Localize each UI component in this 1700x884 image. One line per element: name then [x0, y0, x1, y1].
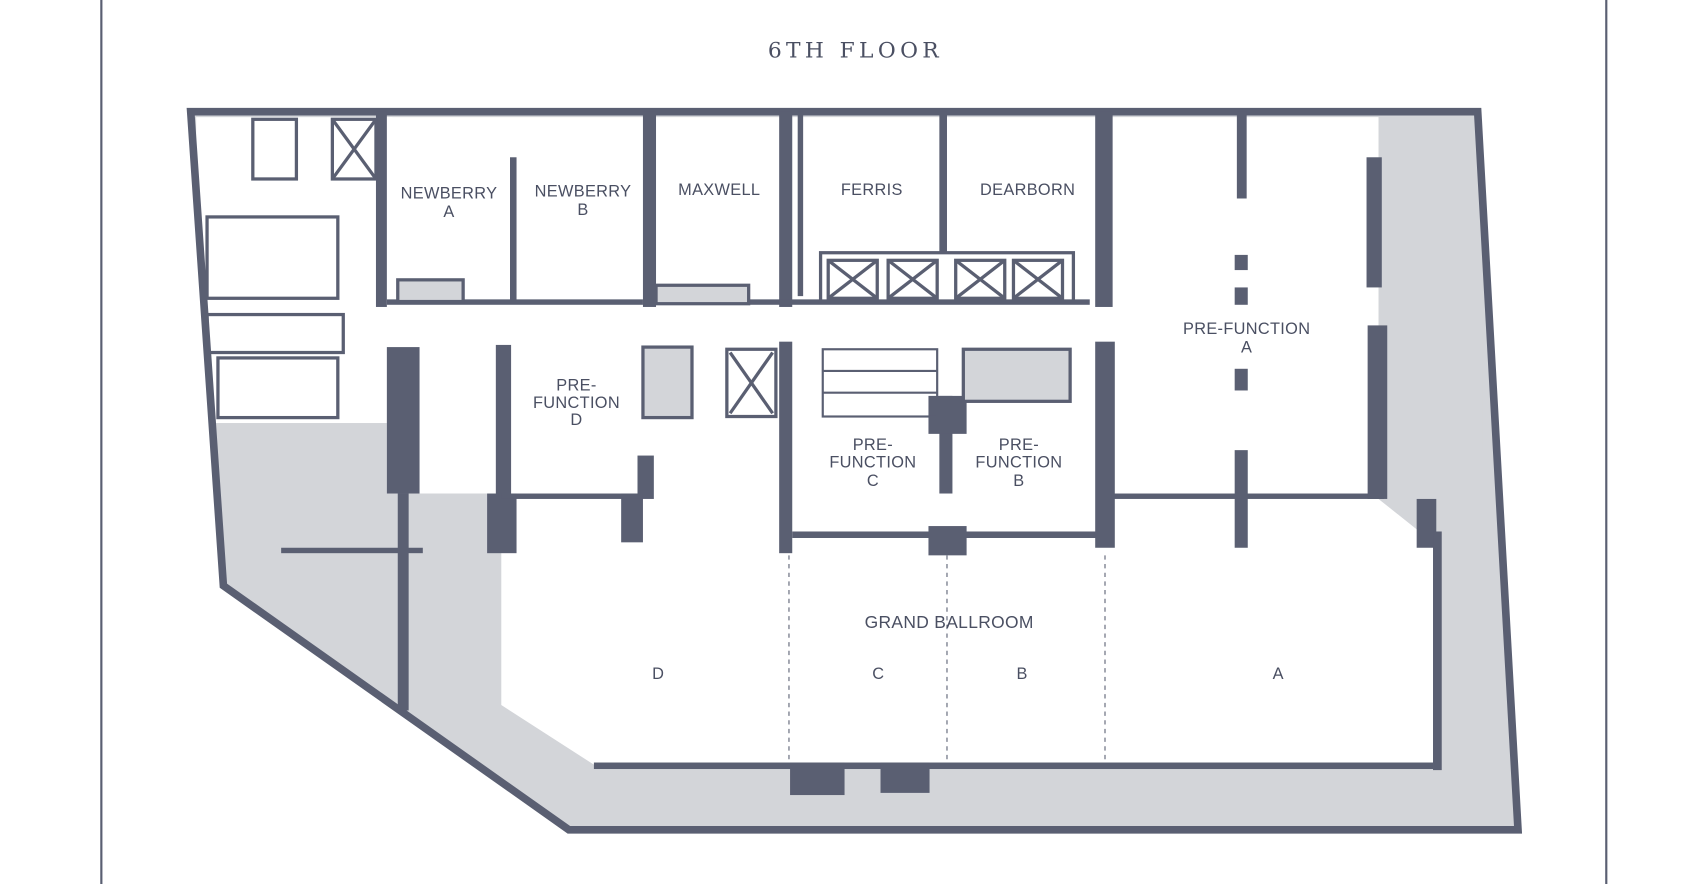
stairwell [821, 347, 1072, 418]
room-label-ferris: FERRIS [841, 181, 903, 199]
room-label-dearborn: DEARBORN [980, 181, 1075, 199]
main-interior [196, 117, 1434, 765]
room-label-prefunction-b: PRE- [999, 436, 1039, 454]
room-label-prefunction-c-2: FUNCTION [829, 454, 916, 472]
room-label-prefunction-d-2: FUNCTION [533, 394, 620, 412]
ballroom-section-c: C [872, 665, 884, 683]
room-label-prefunction-b-3: B [1013, 472, 1024, 490]
room-label-prefunction-d-3: D [570, 411, 582, 429]
room-label-newberry-a: NEWBERRY [401, 185, 498, 203]
restroom-stalls [205, 117, 378, 420]
ballroom-section-d: D [652, 665, 664, 683]
room-label-newberry-b: NEWBERRY [535, 182, 632, 200]
floor-title: 6TH FLOOR [768, 39, 943, 64]
room-label-prefunction-d: PRE- [556, 377, 596, 395]
room-label-grand-ballroom: GRAND BALLROOM [865, 612, 1034, 632]
room-label-prefunction-a: PRE-FUNCTION [1183, 320, 1310, 338]
room-label-prefunction-c: PRE- [853, 436, 893, 454]
room-label-prefunction-b-2: FUNCTION [975, 454, 1062, 472]
elevator-bank [641, 251, 1076, 420]
restroom-area [196, 117, 393, 424]
room-label-newberry-b-suffix: B [577, 201, 588, 219]
ballroom-section-a: A [1273, 665, 1284, 683]
exterior-wall [186, 107, 1523, 834]
room-label-prefunction-c-3: C [867, 472, 879, 490]
room-label-prefunction-a-suffix: A [1241, 339, 1252, 357]
room-label-maxwell: MAXWELL [678, 181, 760, 199]
service-corridor [1416, 119, 1483, 451]
ballroom-section-b: B [1017, 665, 1028, 683]
room-label-newberry-a-suffix: A [443, 203, 454, 221]
